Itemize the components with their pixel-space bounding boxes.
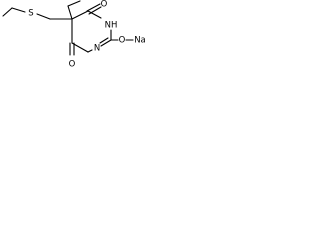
bond-c6-o-top [86,3,101,12]
bond-sulfur-to-methylene [36,13,51,20]
atom-ring-nitrogen-h: NH [105,21,118,31]
atom-ring-nitrogen: N [94,44,100,54]
bond-ethyl-terminal [2,7,13,17]
bond-c5-c6 [71,10,89,20]
bond-ethyl-ch2-ch3 [67,0,81,7]
bond-c6-o-top-double [88,6,102,15]
bond-c6-n1 [87,10,102,19]
atom-ether-oxygen: O [119,36,126,46]
bond-c2-n3-double [99,37,109,44]
bond-c4-c5 [71,42,89,53]
atom-sulfur: S [28,9,33,19]
atom-carbonyl-oxygen-bottom: O [69,60,76,70]
bond-c5-to-ethyl [67,5,73,20]
structure-canvas: S O NH N O Na O [0,0,148,73]
atom-sodium: Na [134,36,146,46]
atom-carbonyl-oxygen-top: O [101,0,108,10]
bond-n3-c4 [87,49,93,53]
chemical-structure-diagram: S O NH N O Na O [2,0,146,70]
bond-c2-n3 [100,39,112,47]
bond-ethyl-to-sulfur [11,7,26,13]
